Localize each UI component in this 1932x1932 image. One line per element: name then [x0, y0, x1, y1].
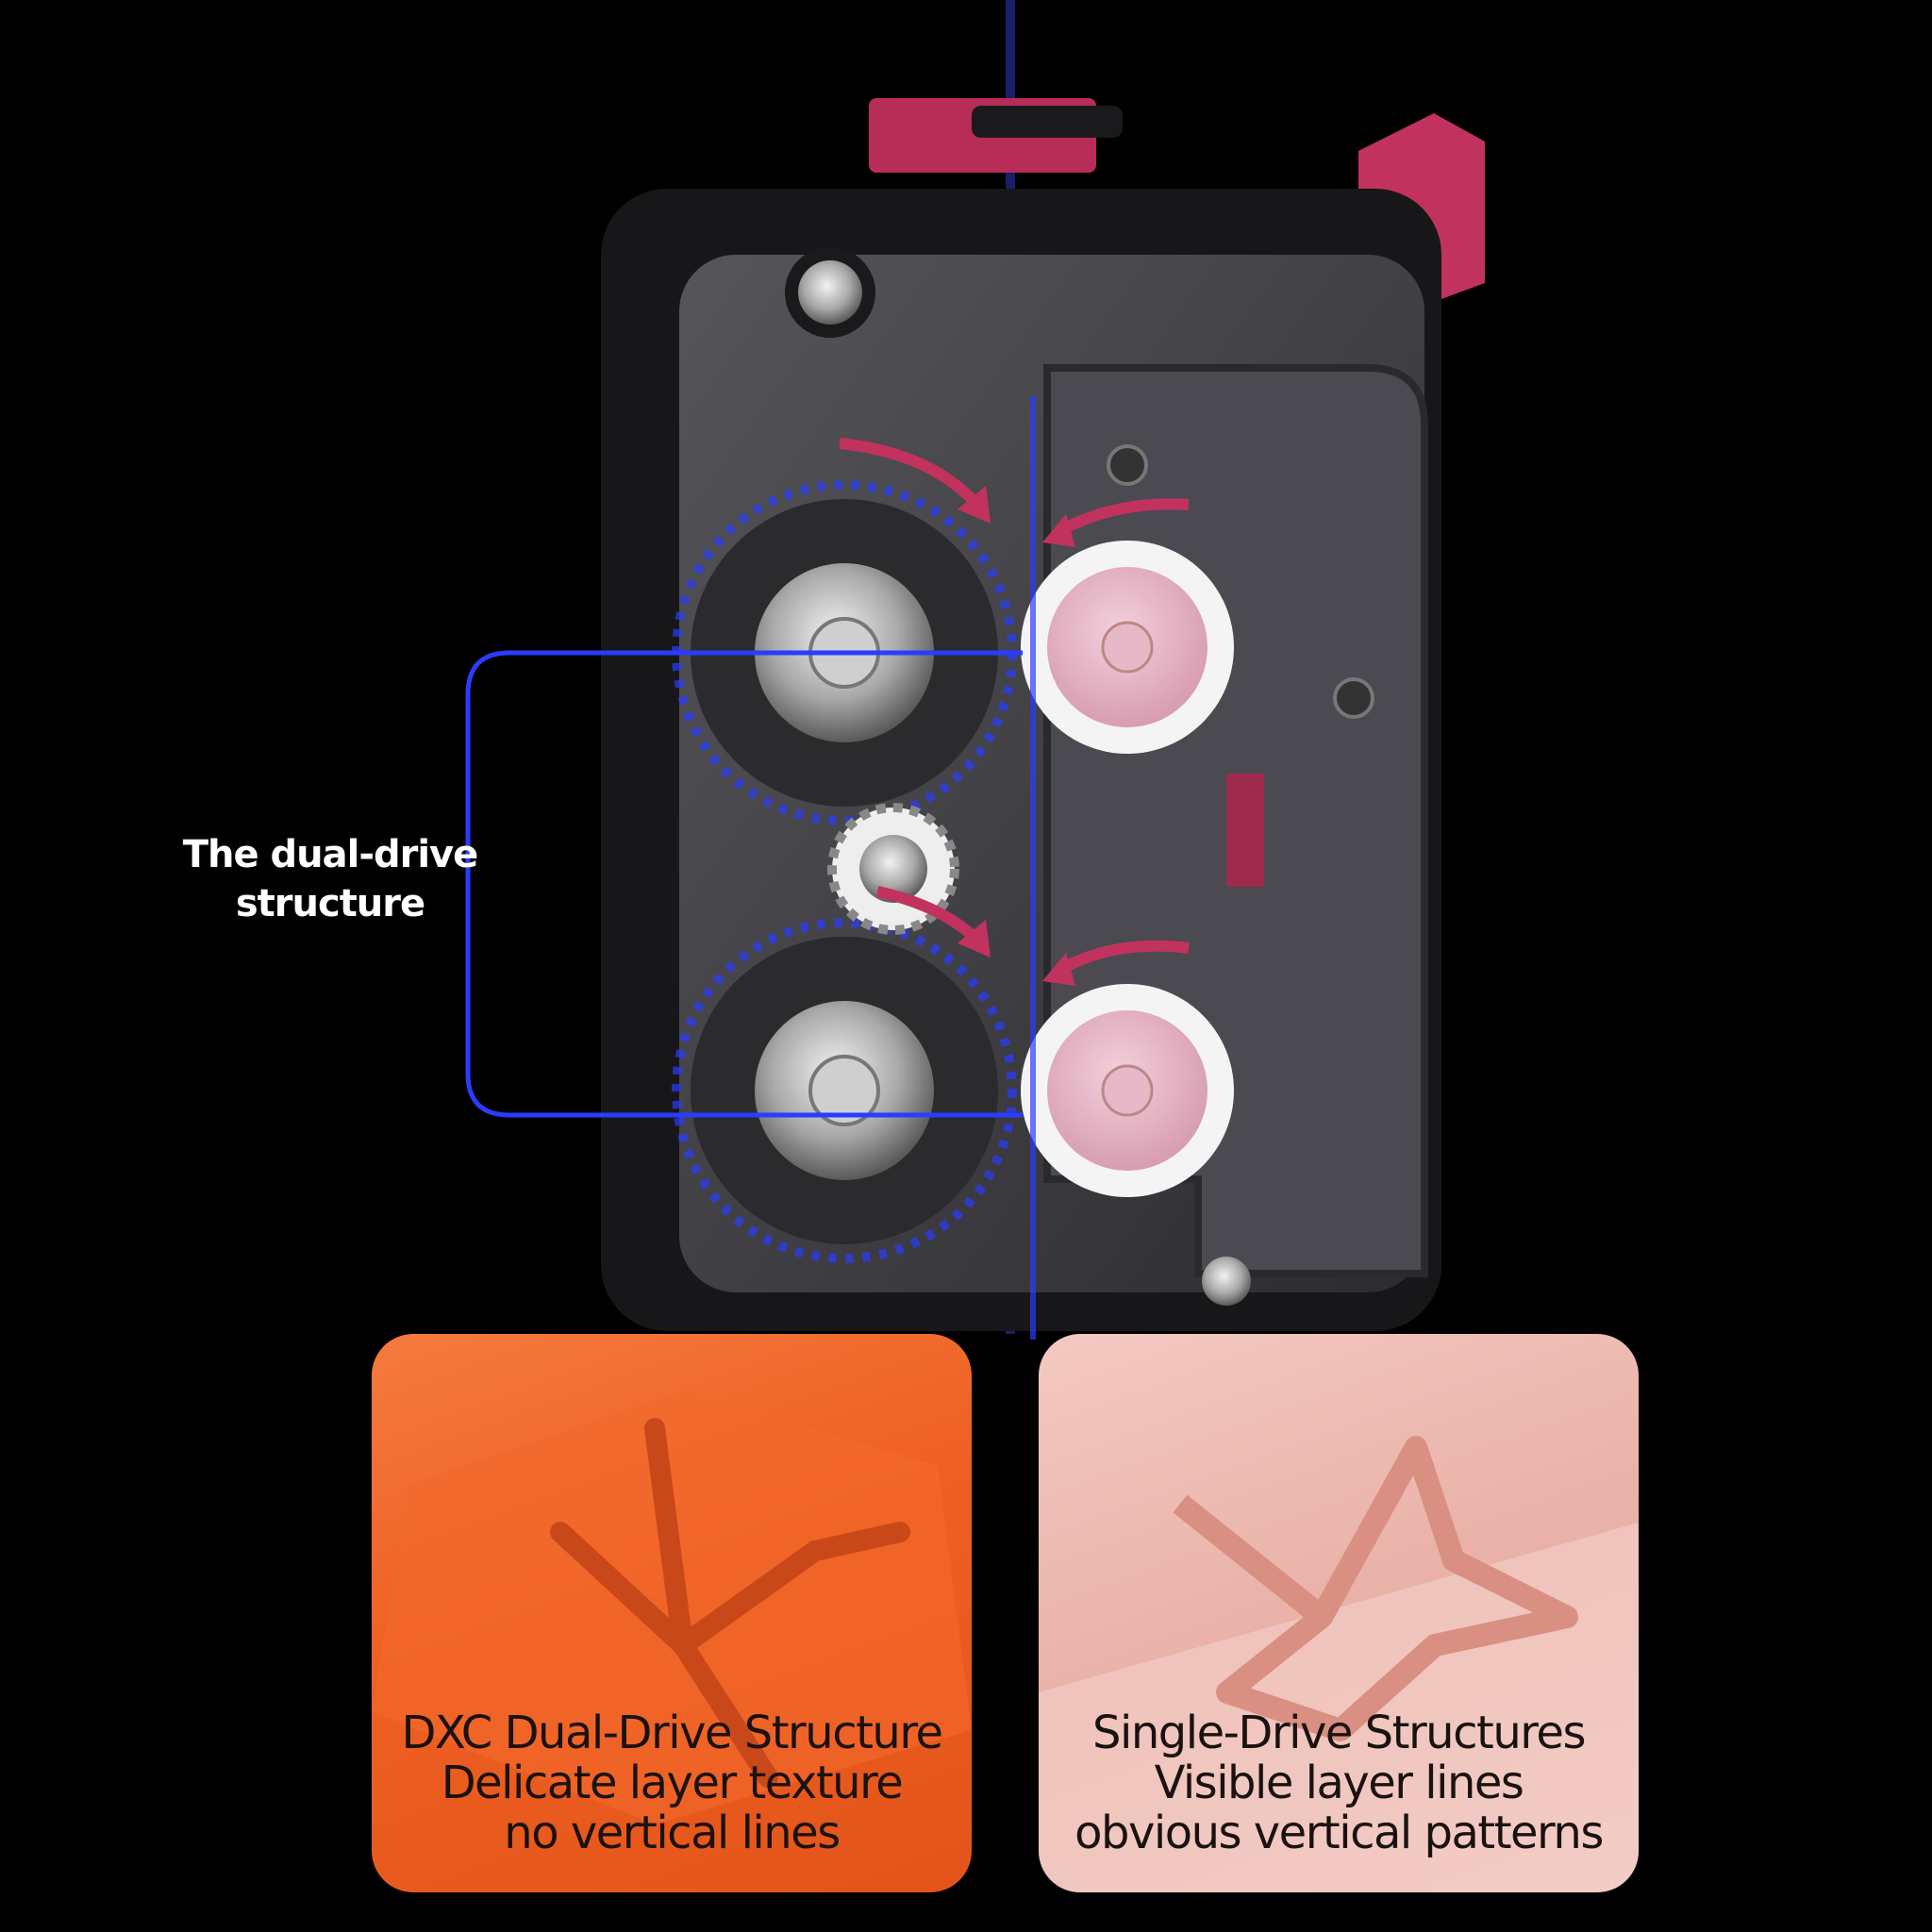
rotation-arrows — [839, 438, 1190, 977]
screw-icon — [798, 260, 862, 325]
callout-label: The dual-drive structure — [170, 830, 491, 928]
single-drive-title: Single-Drive Structures — [1092, 1707, 1586, 1759]
single-drive-detail-2: obvious vertical patterns — [1074, 1807, 1604, 1859]
callout-line2: structure — [235, 882, 425, 925]
x-logo-print — [372, 1391, 972, 1824]
single-drive-detail-1: Visible layer lines — [1154, 1757, 1524, 1809]
dual-drive-detail-2: no vertical lines — [504, 1807, 841, 1859]
x-logo-print — [1039, 1436, 1639, 1892]
dual-drive-sample-panel: DXC Dual-Drive Structure Delicate layer … — [372, 1334, 972, 1892]
dual-drive-title: DXC Dual-Drive Structure — [401, 1707, 943, 1759]
single-drive-sample-panel: Single-Drive Structures Visible layer li… — [1039, 1334, 1639, 1892]
callout-bracket — [465, 650, 1023, 1118]
dual-drive-detail-1: Delicate layer texture — [441, 1757, 904, 1809]
callout-line1: The dual-drive — [182, 833, 479, 876]
